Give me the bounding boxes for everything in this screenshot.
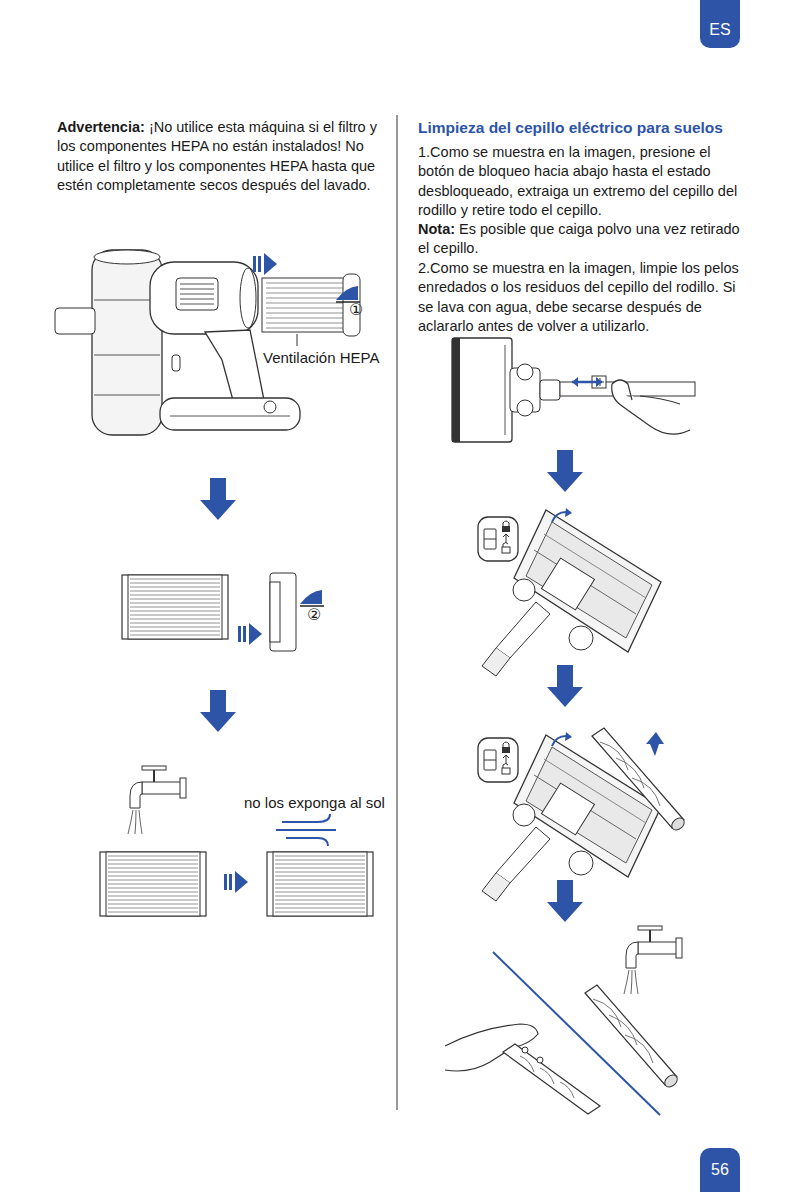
step-text: 1.Como se muestra en la imagen, presione…	[418, 143, 748, 220]
callout-number: ①	[349, 301, 363, 318]
callout-number: ②	[307, 605, 321, 624]
part-label: Ventilación HEPA	[263, 348, 379, 367]
step-text: 1.Como se muestra en la imagen, presione…	[418, 144, 737, 218]
note-text: Es posible que caiga polvo una vez retir…	[418, 221, 740, 256]
page-number-tab: 56	[700, 1148, 740, 1192]
step-text: 2.Como se muestra en la imagen, limpie l…	[418, 259, 748, 336]
note-label: no los exponga al sol	[244, 794, 385, 811]
part-label: Ventilación HEPA	[263, 349, 379, 366]
label-heading: Advertencia:	[57, 119, 145, 135]
note-text: Nota:Es posible que caiga polvo una vez …	[418, 220, 748, 259]
step-text: 2.Como se muestra en la imagen, limpie l…	[418, 260, 739, 334]
note-label: no los exponga al sol	[244, 793, 385, 812]
callout-number: ①	[349, 300, 363, 319]
language-tab: ES	[700, 0, 740, 48]
section-heading: Limpieza del cepillo eléctrico para suel…	[418, 118, 748, 137]
label-heading: Nota:	[418, 221, 455, 237]
tab-text: 56	[711, 1161, 729, 1179]
callout-number: ②	[307, 606, 321, 623]
tab-text: ES	[709, 21, 730, 39]
warning-text: Advertencia:¡No utilice esta máquina si …	[57, 118, 387, 195]
